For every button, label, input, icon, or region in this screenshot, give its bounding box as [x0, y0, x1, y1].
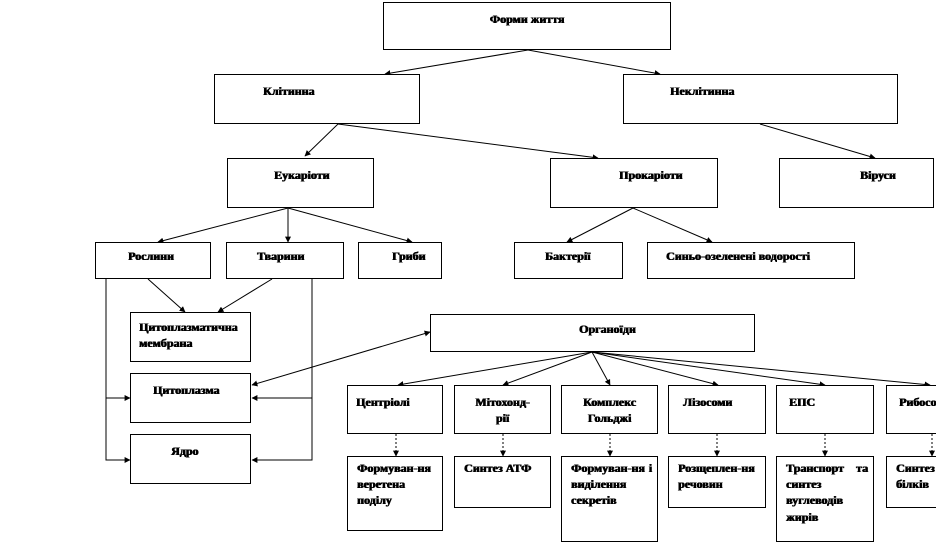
node-plants: Рослини — [95, 242, 211, 279]
node-cytoplasm: Цитоплазма — [130, 373, 251, 423]
arrow-organelles-to-ribosomes — [591, 351, 931, 388]
arrow-noncellular-to-viruses — [759, 123, 876, 160]
arrow-organelles-to-mitochondria — [502, 351, 593, 386]
node-ribosomes-label: Рибосоми — [899, 395, 936, 409]
node-viruses-label: Віруси — [860, 168, 896, 182]
node-plants-label: Рослини — [128, 249, 174, 263]
node-bacteria: Бактерії — [514, 242, 623, 279]
arrow-plants-to-membrane — [147, 278, 186, 313]
node-cellular: Клітинна — [214, 74, 420, 124]
node-animals: Тварини — [226, 242, 344, 279]
node-centrioles: Центріолі — [347, 385, 443, 434]
arrow-animals-to-membrane — [217, 278, 273, 313]
arrow-prokaryotes-to-cyanobacteria — [632, 207, 713, 243]
node-non-cellular-label: Неклітинна — [670, 84, 735, 98]
arrow-cytoplasm-organelles — [251, 330, 431, 387]
node-ribosomes: Рибосоми — [886, 385, 936, 434]
node-mitochondria: Мітохонд-рії — [454, 385, 551, 434]
node-bacteria-label: Бактерії — [545, 249, 591, 263]
function-mitochondria-text: Синтез АТФ — [464, 461, 532, 475]
arrow-organelles-to-er — [591, 351, 826, 388]
node-cytoplasmic-membrane-label: Цитоплазматична мембрана — [139, 320, 238, 351]
function-ribosomes: Синтез білків — [886, 456, 936, 508]
node-prokaryotes: Прокаріоти — [550, 158, 718, 208]
node-centrioles-label: Центріолі — [356, 395, 410, 409]
node-fungi: Гриби — [358, 242, 442, 279]
node-forms-of-life-label: Форми життя — [489, 12, 565, 26]
arrow-prokaryotes-to-bacteria — [566, 207, 634, 243]
node-cyanobacteria: Синьо-озеленені водорості — [647, 242, 855, 279]
arrow-organelles-to-lysosomes — [591, 351, 719, 387]
arrow-forms-to-noncellular — [527, 49, 661, 76]
arrow-eukaryotes-to-plants — [157, 207, 289, 244]
function-lysosomes-text: Розщеплен-ня речовин — [678, 461, 755, 492]
node-cytoplasm-label: Цитоплазма — [153, 383, 220, 397]
node-non-cellular: Неклітинна — [623, 74, 898, 124]
function-centrioles: Формуван-ня веретена поділу — [347, 456, 443, 531]
function-ribosomes-text: Синтез білків — [896, 461, 935, 492]
node-viruses: Віруси — [779, 158, 934, 208]
arrow-eukaryotes-to-fungi — [287, 207, 413, 244]
function-er: Транспорт та синтез вуглеводів жирів — [776, 456, 874, 542]
node-forms-of-life: Форми життя — [383, 2, 671, 50]
function-centrioles-text: Формуван-ня веретена поділу — [357, 461, 431, 508]
arrow-plants-to-nucleus — [105, 279, 131, 463]
node-cytoplasmic-membrane: Цитоплазматична мембрана — [130, 312, 251, 362]
arrow-cellular-to-prokaryotes — [337, 123, 599, 161]
function-golgi-text: Формуван-ня і виділення секретів — [571, 461, 652, 508]
arrow-organelles-to-centrioles — [397, 351, 593, 388]
arrow-organelles-to-golgi — [591, 351, 611, 386]
node-er-label: ЕПС — [789, 395, 816, 409]
node-organelles-label: Органоїди — [579, 322, 636, 336]
node-organelles: Органоїди — [430, 314, 755, 352]
node-lysosomes: Лізосоми — [668, 385, 766, 434]
node-eukaryotes-label: Еукаріоти — [274, 168, 330, 182]
node-mitochondria-label: Мітохонд-рії — [475, 395, 530, 426]
node-nucleus: Ядро — [130, 434, 251, 484]
node-er: ЕПС — [776, 385, 874, 434]
node-lysosomes-label: Лізосоми — [683, 395, 733, 409]
node-nucleus-label: Ядро — [171, 444, 199, 458]
node-fungi-label: Гриби — [392, 249, 426, 263]
function-er-text: Транспорт та синтез вуглеводів жирів — [786, 461, 868, 524]
node-cyanobacteria-label: Синьо-озеленені водорості — [666, 249, 810, 263]
arrow-cellular-to-eukaryotes — [304, 123, 339, 157]
node-prokaryotes-label: Прокаріоти — [619, 168, 683, 182]
function-mitochondria: Синтез АТФ — [454, 456, 551, 508]
function-golgi: Формуван-ня і виділення секретів — [561, 456, 658, 542]
node-eukaryotes: Еукаріоти — [227, 158, 374, 208]
node-golgi-label: Комплекс Гольджі — [583, 395, 636, 426]
function-lysosomes: Розщеплен-ня речовин — [668, 456, 766, 508]
node-golgi: Комплекс Гольджі — [561, 385, 658, 434]
arrow-forms-to-cellular — [384, 49, 529, 77]
node-cellular-label: Клітинна — [263, 84, 315, 98]
node-animals-label: Тварини — [257, 249, 305, 263]
